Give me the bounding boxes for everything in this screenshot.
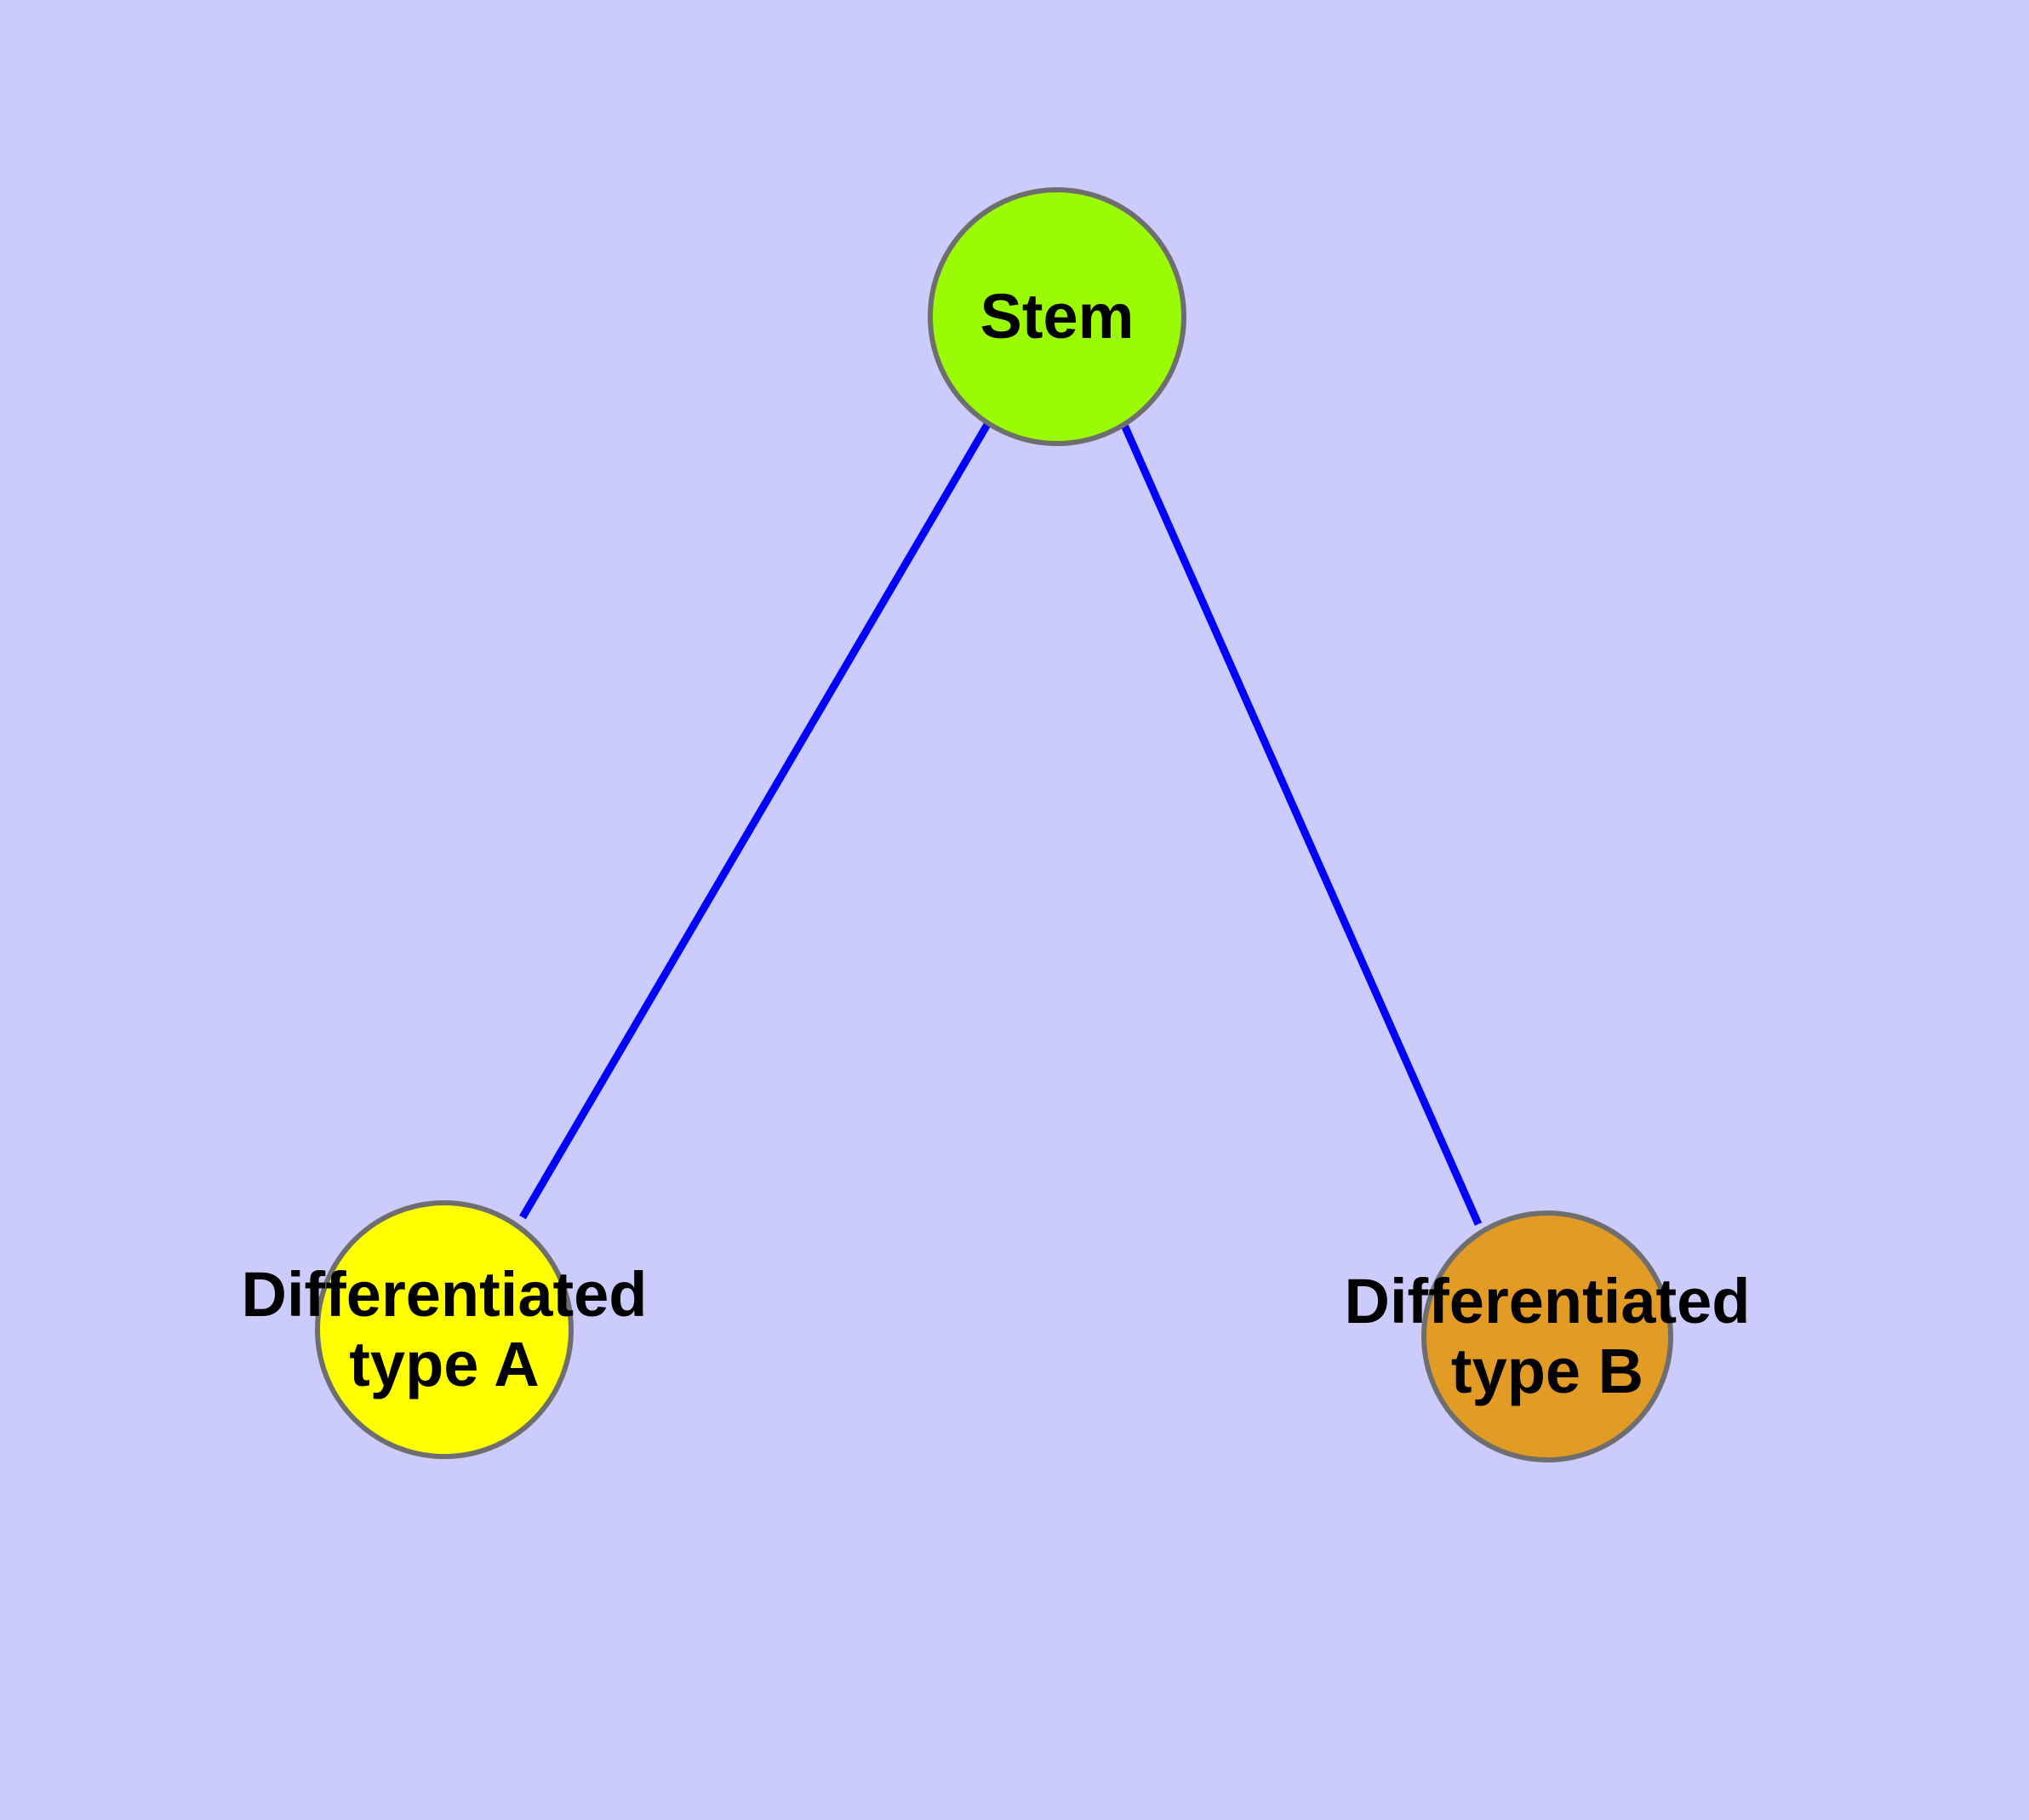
node-stem[interactable]: Stem [928,187,1186,446]
node-circle-stem[interactable] [928,187,1186,446]
node-circle-diff_a[interactable] [315,1200,574,1459]
node-label-line: type B [1451,1336,1643,1406]
edge-stem-diff-b[interactable] [1119,421,1483,1226]
node-label-line: Differentiated [1345,1266,1751,1336]
node-label-line: type A [349,1329,539,1399]
node-circle-diff_b[interactable] [1421,1210,1673,1462]
node-label-line: Stem [980,281,1135,352]
edges-group [519,421,1483,1226]
node-label-line: Differentiated [242,1259,648,1330]
edge-stem-diff-a[interactable] [519,421,992,1220]
node-label-stem: Stem [980,281,1135,352]
